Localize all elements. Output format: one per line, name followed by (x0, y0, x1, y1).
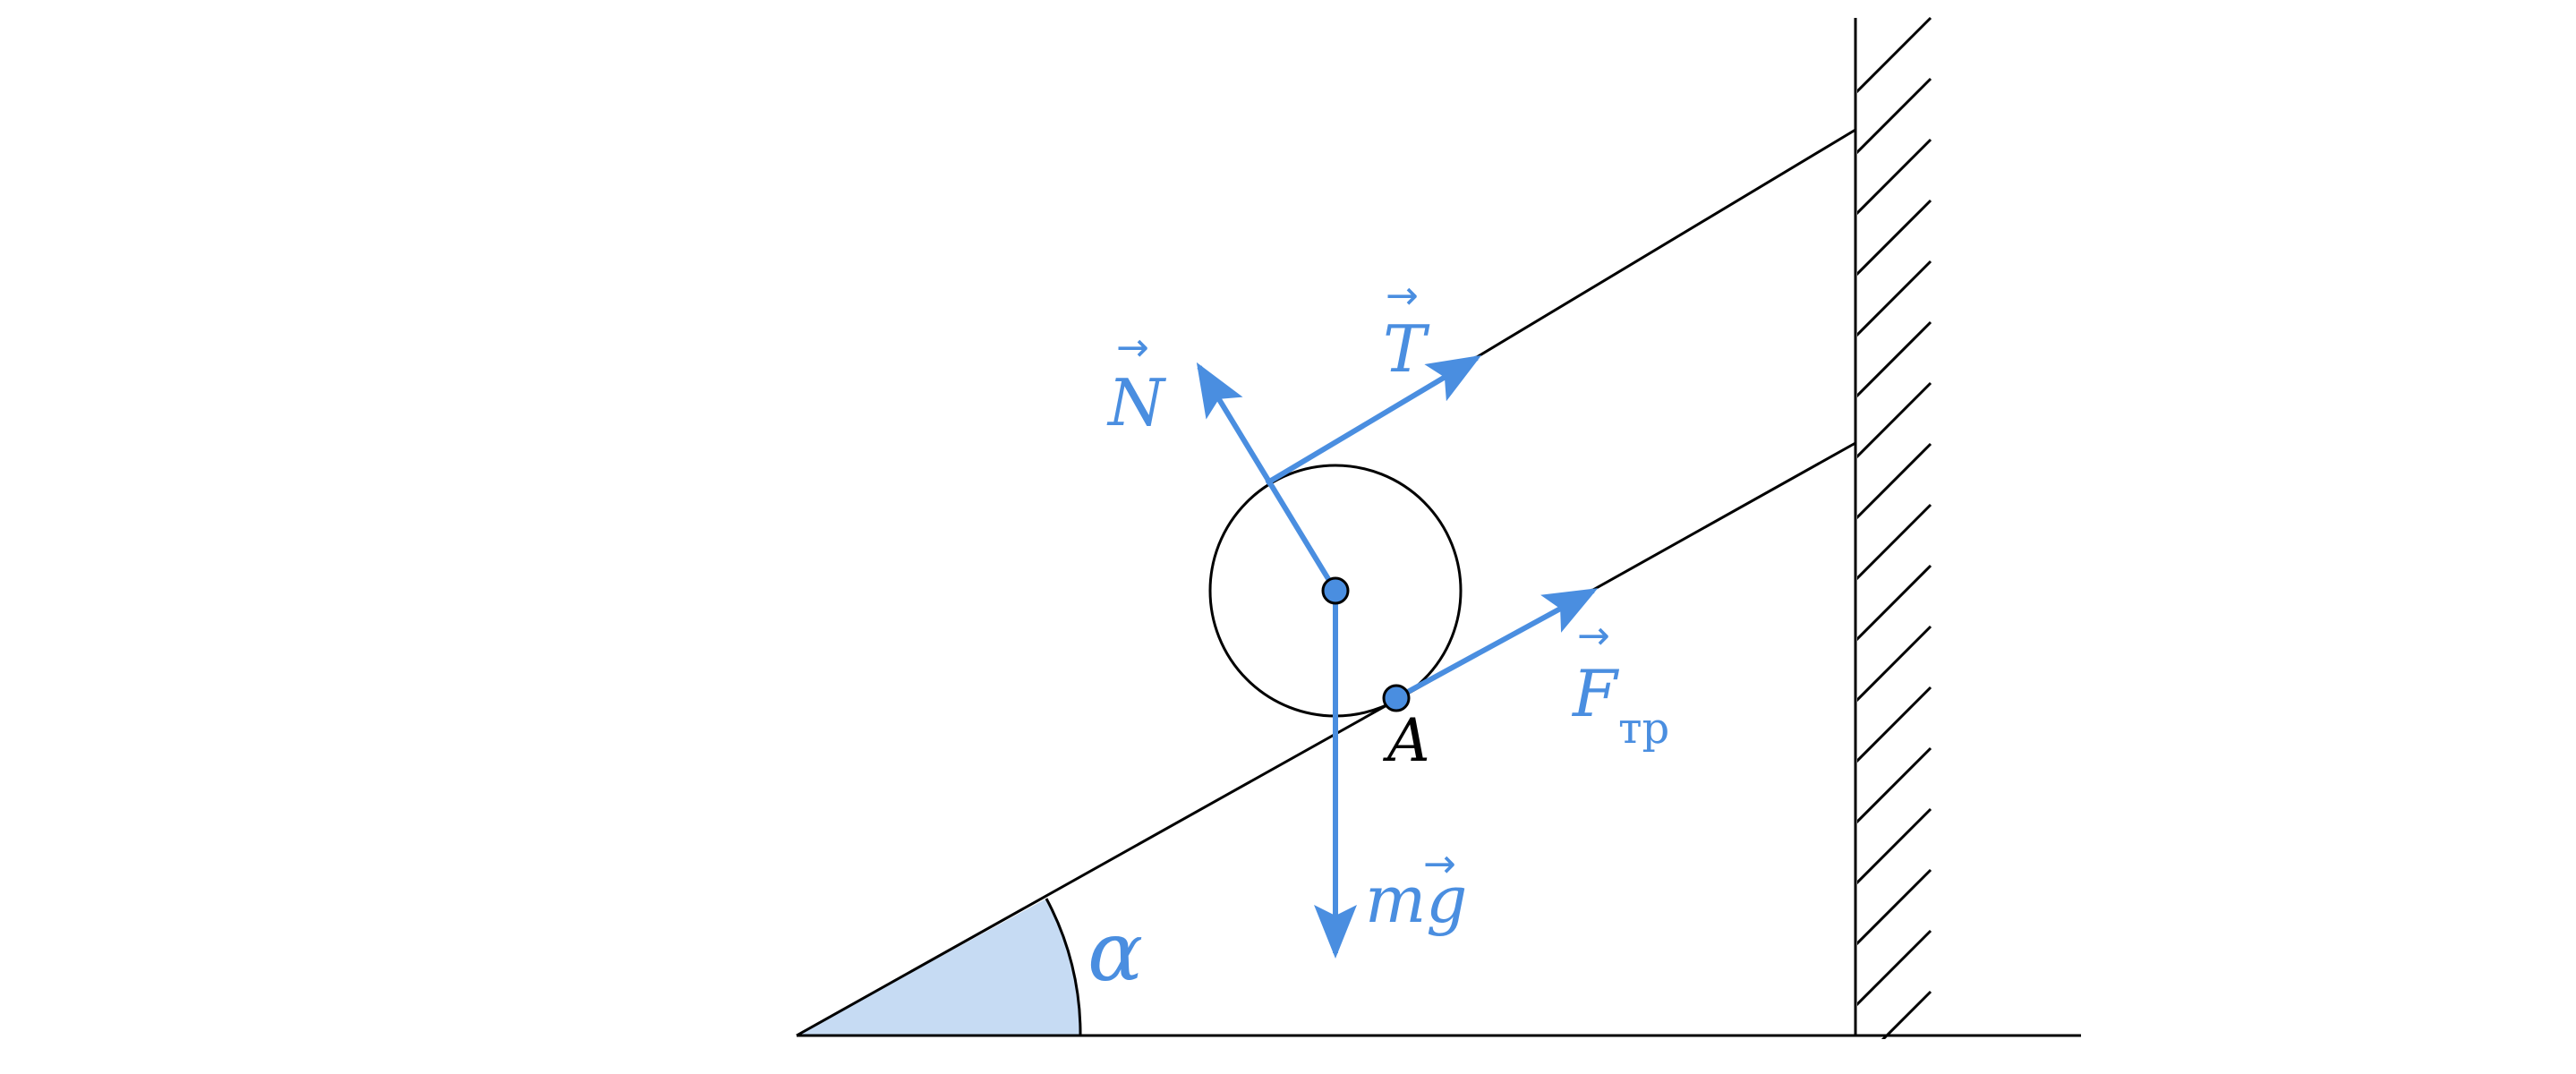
svg-text:mg: mg (1365, 862, 1467, 937)
normal-force-vector (1196, 362, 1338, 592)
wall-hatch-line (1857, 746, 1932, 824)
svg-text:→: → (1577, 613, 1610, 659)
svg-text:→: → (1386, 273, 1419, 319)
tension-vector (1265, 354, 1482, 486)
wall-hatch-line (1857, 442, 1932, 520)
wall-hatch-line (1857, 16, 1932, 94)
wall-hatch-line (1857, 686, 1932, 763)
friction-vector (1395, 588, 1599, 701)
wall-hatch-line (1857, 77, 1932, 155)
wall-hatch-line (1857, 320, 1932, 398)
angle-alpha-wedge (797, 899, 1081, 1036)
svg-text:→: → (1423, 841, 1456, 887)
wall-hatch-line (1857, 625, 1932, 703)
wall-hatch-line (1857, 868, 1932, 946)
svg-text:N: N (1106, 365, 1167, 440)
wall-hatch-line (1857, 564, 1932, 642)
svg-text:T: T (1383, 311, 1430, 387)
wall-hatch-line (1857, 807, 1932, 885)
wall-hatch-line (1857, 929, 1932, 1007)
label-tension: T → (1383, 273, 1430, 387)
label-angle-alpha: α (1088, 904, 1143, 1000)
angle-alpha-arc (1045, 898, 1082, 1036)
wall-hatching (1855, 16, 1932, 1074)
wall-hatch-line (1857, 138, 1932, 216)
wall-hatch-line (1857, 503, 1932, 581)
wall-hatch-line (1855, 1053, 1931, 1074)
ball-center-point (1321, 576, 1350, 605)
wall-hatch-line (1857, 381, 1932, 459)
label-point-a: A (1382, 706, 1430, 775)
label-friction: F → тр (1571, 613, 1669, 754)
incline-line (796, 441, 1856, 1037)
label-normal: N → (1106, 325, 1167, 440)
svg-text:тр: тр (1618, 703, 1669, 754)
svg-text:F: F (1571, 656, 1620, 731)
wall-hatch-line (1881, 990, 1932, 1039)
wall-hatch-line (1857, 199, 1932, 277)
svg-text:→: → (1116, 325, 1149, 371)
contact-point-a (1382, 684, 1411, 712)
label-gravity: mg → (1365, 841, 1467, 937)
wall-hatch-line (1857, 260, 1932, 337)
